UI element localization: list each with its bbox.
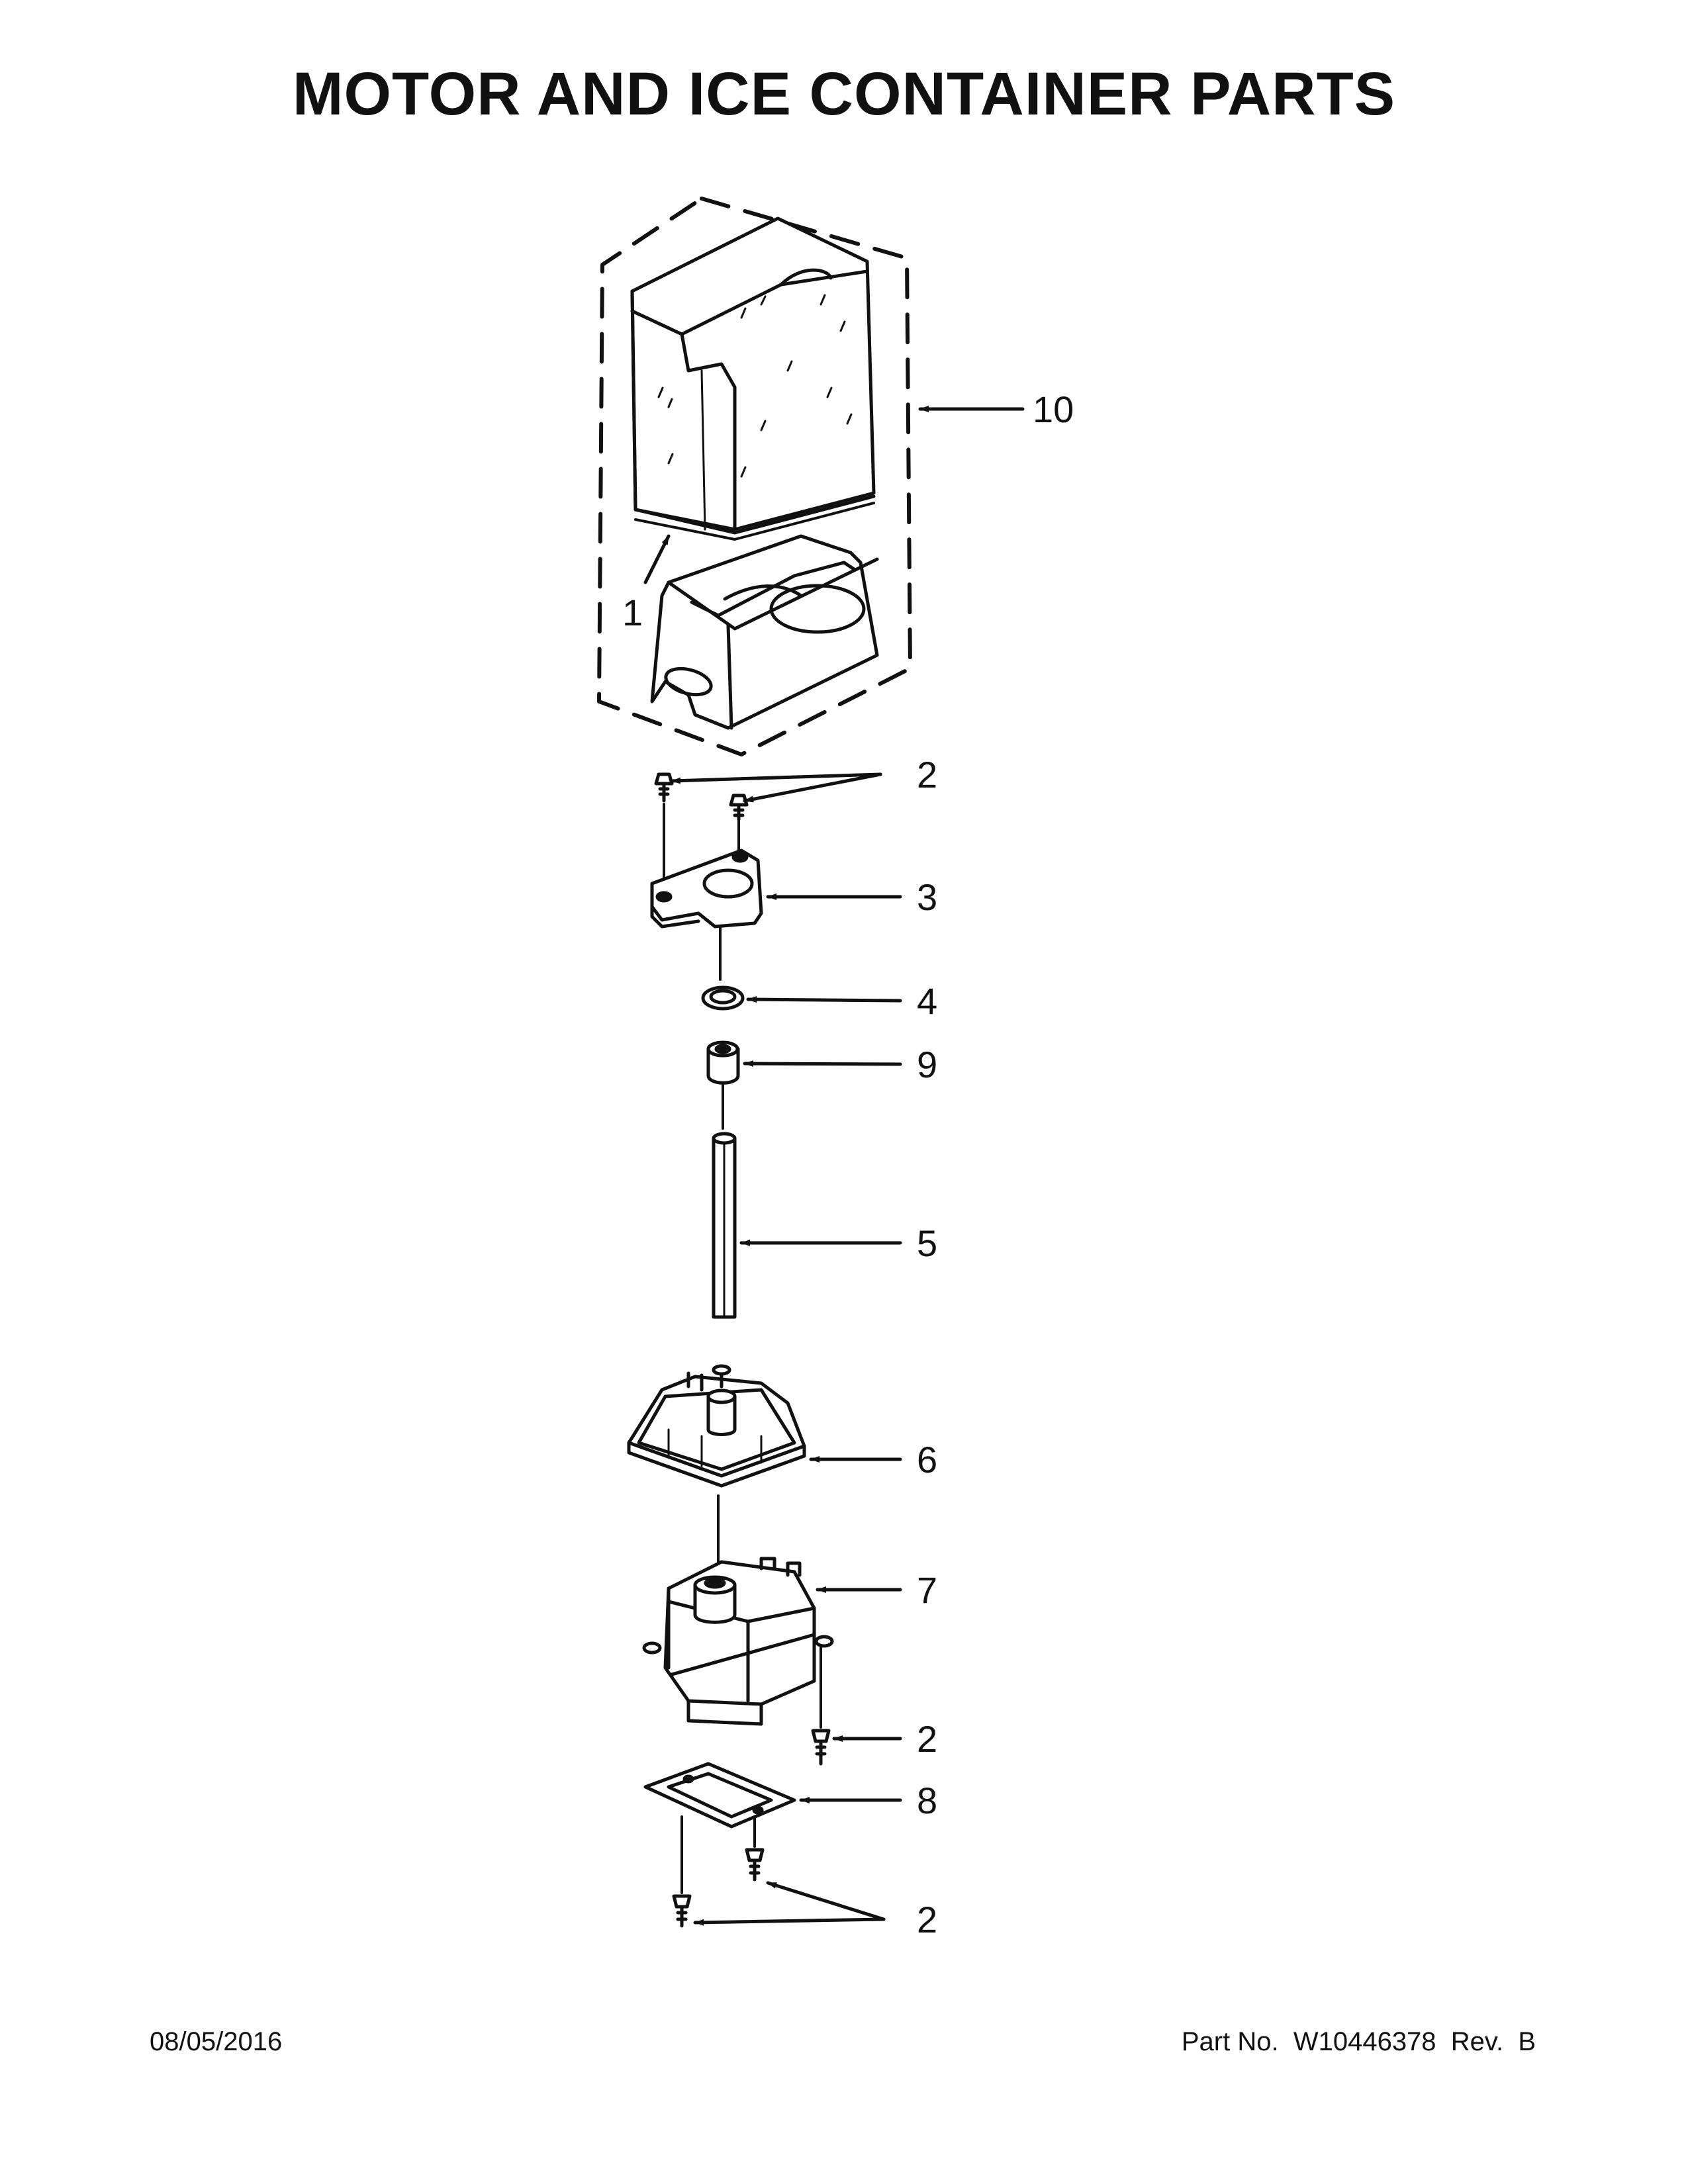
callout-5: 5 xyxy=(917,1222,937,1264)
part-number: W10446378 xyxy=(1293,2027,1436,2056)
screw-top-left xyxy=(654,772,674,803)
callout-4: 4 xyxy=(917,980,937,1022)
callout-1: 1 xyxy=(622,592,643,633)
callout-9: 9 xyxy=(917,1044,937,1085)
bracket xyxy=(650,848,763,929)
bushing xyxy=(706,1040,740,1085)
callout-2-mid: 2 xyxy=(917,1718,937,1760)
callout-7: 7 xyxy=(917,1569,937,1611)
rev-value: B xyxy=(1518,2027,1536,2056)
screw-bottom-right xyxy=(745,1848,765,1882)
footer-part-number: Part No. W10446378 Rev. B xyxy=(1182,2028,1536,2055)
callout-8: 8 xyxy=(917,1780,937,1821)
page-title: MOTOR AND ICE CONTAINER PARTS xyxy=(292,60,1396,128)
footer-date: 08/05/2016 xyxy=(150,2027,283,2056)
callout-2-top: 2 xyxy=(917,754,937,796)
shaft xyxy=(712,1132,737,1319)
washer xyxy=(701,985,745,1011)
callout-2-bottom: 2 xyxy=(917,1899,937,1940)
callout-6: 6 xyxy=(917,1439,937,1480)
callout-10: 10 xyxy=(1033,388,1074,430)
rev-label: Rev. xyxy=(1450,2027,1504,2056)
screw-motor-right xyxy=(811,1729,831,1766)
screw-bottom-left xyxy=(672,1894,692,1928)
motor xyxy=(642,1557,834,1726)
screw-top-right xyxy=(729,794,749,821)
callout-3: 3 xyxy=(917,876,937,918)
ice-container-bin xyxy=(630,216,876,541)
ice-container-housing xyxy=(650,534,879,730)
assembly-boundary xyxy=(597,197,912,756)
gear-case-cover xyxy=(627,1364,806,1488)
gasket xyxy=(643,1762,796,1829)
part-label: Part No. xyxy=(1181,2027,1279,2056)
